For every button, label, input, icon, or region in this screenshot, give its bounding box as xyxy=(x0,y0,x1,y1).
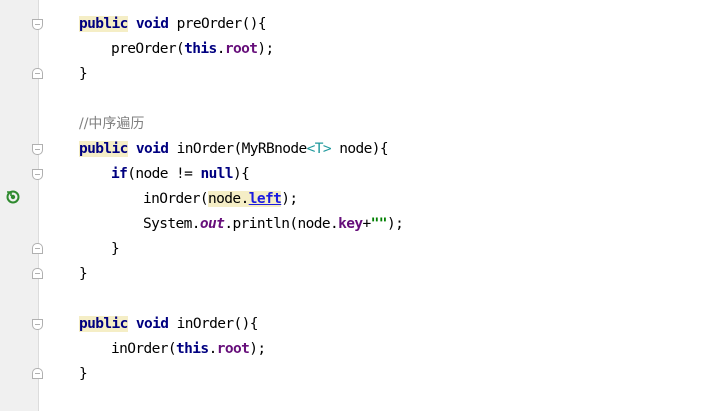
code-line: } xyxy=(79,262,88,287)
field-key: key xyxy=(338,216,363,232)
keyword-public: public xyxy=(79,141,128,157)
keyword-this: this xyxy=(176,341,209,357)
condition: (node != xyxy=(127,166,201,182)
code-line: //中序遍历 xyxy=(79,112,144,137)
type-parameter: <T> xyxy=(306,141,332,157)
method-signature: inOrder(){ xyxy=(168,316,259,332)
field-root: root xyxy=(216,341,250,357)
method-call: preOrder( xyxy=(111,41,185,57)
editor-gutter[interactable] xyxy=(0,0,38,411)
punctuation: ); xyxy=(281,191,298,207)
fold-marker-icon[interactable] xyxy=(32,243,43,254)
punctuation: ){ xyxy=(232,166,250,182)
method-call: .println(node. xyxy=(224,216,339,232)
comment: //中序遍历 xyxy=(79,116,145,132)
code-line: inOrder(this.root); xyxy=(111,337,266,362)
fold-marker-icon[interactable] xyxy=(32,319,43,330)
space xyxy=(128,141,136,157)
fold-marker-icon[interactable] xyxy=(32,144,43,155)
dot: . xyxy=(216,41,226,57)
fold-marker-icon[interactable] xyxy=(32,169,43,180)
code-line: preOrder(this.root); xyxy=(111,37,274,62)
recursive-call-icon[interactable] xyxy=(5,189,21,205)
code-line: } xyxy=(79,362,88,387)
fold-marker-icon[interactable] xyxy=(32,19,43,30)
code-line: System.out.println(node.key+""); xyxy=(143,212,404,237)
method-signature: preOrder(){ xyxy=(168,16,267,32)
method-call: inOrder( xyxy=(111,341,177,357)
string-literal: "" xyxy=(370,216,388,232)
parameter: node){ xyxy=(331,141,388,157)
keyword-public: public xyxy=(79,316,128,332)
code-line: if(node != null){ xyxy=(111,162,250,187)
code-line: public void preOrder(){ xyxy=(79,12,267,37)
closing-brace: } xyxy=(79,66,88,82)
keyword-void: void xyxy=(135,316,169,332)
code-line: } xyxy=(111,237,120,262)
closing-brace: } xyxy=(111,241,120,257)
closing-brace: } xyxy=(79,266,88,282)
keyword-null: null xyxy=(200,166,233,182)
code-line: public void inOrder(MyRBnode<T> node){ xyxy=(79,137,389,162)
field-left-link[interactable]: left xyxy=(248,191,282,207)
keyword-this: this xyxy=(184,41,217,57)
gutter-divider xyxy=(38,0,39,411)
dot: . xyxy=(208,341,218,357)
operator: + xyxy=(362,216,372,232)
method-signature: inOrder(MyRBnode xyxy=(168,141,308,157)
fold-marker-icon[interactable] xyxy=(32,68,43,79)
keyword-if: if xyxy=(111,166,128,182)
keyword-void: void xyxy=(135,16,169,32)
punctuation: ); xyxy=(257,41,274,57)
static-field-out: out xyxy=(199,216,225,232)
fold-marker-icon[interactable] xyxy=(32,368,43,379)
space xyxy=(128,316,136,332)
keyword-void: void xyxy=(135,141,169,157)
highlighted-node: node. xyxy=(208,191,249,207)
class-system: System. xyxy=(143,216,201,232)
fold-marker-icon[interactable] xyxy=(32,268,43,279)
keyword-public: public xyxy=(79,16,128,32)
code-line: inOrder(node.left); xyxy=(143,187,298,212)
code-line: } xyxy=(79,62,88,87)
space xyxy=(128,16,136,32)
punctuation: ); xyxy=(249,341,266,357)
field-root: root xyxy=(224,41,258,57)
method-call: inOrder( xyxy=(143,191,209,207)
punctuation: ); xyxy=(386,216,404,232)
code-line: public void inOrder(){ xyxy=(79,312,258,337)
closing-brace: } xyxy=(79,366,88,382)
